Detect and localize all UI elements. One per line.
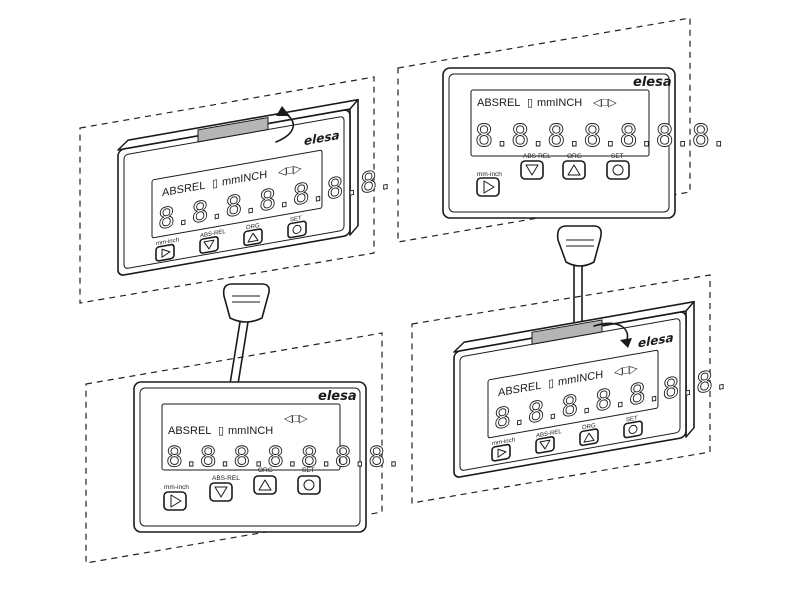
button-label-mm-inch: mm-inch: [156, 237, 179, 247]
device-tilted: elesa ABSREL ▯ mmINCH ◁□▷ 8.8.8.8.8.8.8.…: [117, 98, 394, 276]
panel-frame: [411, 274, 711, 504]
battery-indicator: ▯: [527, 97, 533, 109]
button-mm-inch[interactable]: mm-inch: [491, 437, 515, 462]
arrow-indicators: ◁□▷: [278, 163, 302, 179]
button-abs-rel[interactable]: ABS-REL: [209, 475, 240, 502]
arrow-head-icon: [620, 338, 632, 348]
brand-logo: elesa: [633, 75, 672, 90]
device-straight: elesa ABSREL ▯ mmINCH ◁□▷ 8.8.8.8.8.8.8.…: [133, 381, 402, 533]
button-label-set: SET: [611, 153, 624, 160]
arrow-head-icon: [276, 106, 290, 116]
step-1-panel: elesa ABSREL ▯ mmINCH ◁□▷ 8.8.8.8.8.8.8.…: [79, 76, 394, 304]
play-icon: [497, 448, 507, 458]
panel-frame: [85, 332, 383, 564]
circle-icon: [303, 479, 315, 491]
battery-indicator: ▯: [548, 377, 554, 390]
button-abs-rel[interactable]: ABS-REL: [535, 429, 562, 454]
button-mm-inch[interactable]: mm-inch: [155, 237, 179, 262]
unit-indicator: mmINCH: [228, 425, 273, 437]
button-label-org: ORG: [258, 467, 273, 474]
play-icon: [170, 494, 182, 508]
step-4-panel: elesa ABSREL ▯ mmINCH ◁□▷ 8.8.8.8.8.8.8.…: [411, 225, 730, 504]
abs-rel-indicator: ABSREL: [477, 97, 520, 109]
abs-rel-indicator: ABSREL: [168, 425, 211, 437]
triangle-up-icon: [247, 232, 259, 243]
button-abs-rel[interactable]: ABS-REL: [199, 229, 226, 254]
triangle-down-icon: [539, 439, 551, 450]
circle-icon: [628, 424, 638, 435]
button-org[interactable]: ORG: [579, 423, 599, 447]
triangle-down-icon: [214, 486, 228, 498]
device-straight: elesa ABSREL ▯ mmINCH ◁□▷ 8.8.8.8.8.8.8.…: [442, 67, 728, 219]
triangle-up-icon: [258, 479, 272, 491]
button-label-org: ORG: [567, 153, 582, 160]
triangle-down-icon: [203, 239, 215, 250]
button-label-abs-rel: ABS-REL: [212, 475, 240, 482]
button-label-org: ORG: [582, 423, 596, 431]
unit-indicator: mmINCH: [537, 97, 582, 109]
play-icon: [483, 180, 495, 194]
brand-logo: elesa: [304, 128, 340, 148]
button-mm-inch[interactable]: mm-inch: [476, 171, 502, 197]
panel-frame: [79, 76, 375, 304]
button-label-mm-inch: mm-inch: [164, 484, 189, 491]
play-icon: [161, 248, 171, 258]
button-set[interactable]: SET: [606, 153, 630, 180]
button-label-abs-rel: ABS-REL: [536, 429, 562, 440]
button-abs-rel[interactable]: ABS-REL: [520, 153, 551, 180]
brand-logo: elesa: [638, 330, 674, 350]
step-2-panel: elesa ABSREL ▯ mmINCH ◁□▷ 8.8.8.8.8.8.8.…: [397, 17, 728, 243]
button-label-set: SET: [302, 467, 315, 474]
arrow-indicators: ◁□▷: [284, 413, 308, 425]
triangle-up-icon: [583, 432, 595, 443]
button-set[interactable]: SET: [623, 415, 643, 439]
battery-indicator: ▯: [212, 177, 218, 190]
button-label-mm-inch: mm-inch: [477, 171, 502, 178]
device-tilted: elesa ABSREL ▯ mmINCH ◁□▷ 8.8.8.8.8.8.8.…: [453, 300, 730, 478]
digit-display: 8.8.8.8.8.8.8.: [475, 119, 728, 154]
label-insert: [531, 319, 603, 345]
arrow-indicators: ◁□▷: [614, 363, 638, 379]
digit-display: 8.8.8.8.8.8.8.: [166, 440, 402, 473]
step-3-panel: elesa ABSREL ▯ mmINCH ◁□▷ 8.8.8.8.8.8.8.…: [85, 283, 402, 564]
circle-icon: [292, 224, 302, 235]
triangle-down-icon: [525, 164, 539, 176]
label-insert: [197, 116, 269, 143]
button-set[interactable]: SET: [287, 215, 307, 239]
battery-indicator: ▯: [218, 425, 224, 437]
button-set[interactable]: SET: [297, 467, 321, 495]
button-label-mm-inch: mm-inch: [492, 437, 515, 447]
button-org[interactable]: ORG: [243, 223, 263, 247]
screwdriver-icon: [222, 283, 270, 385]
brand-logo: elesa: [318, 389, 357, 404]
button-label-set: SET: [626, 416, 638, 424]
button-mm-inch[interactable]: mm-inch: [163, 484, 189, 511]
button-label-org: ORG: [246, 223, 260, 231]
button-label-abs-rel: ABS-REL: [200, 229, 226, 240]
arrow-indicators: ◁□▷: [593, 97, 617, 109]
button-label-set: SET: [290, 216, 302, 224]
button-org[interactable]: ORG: [562, 153, 586, 180]
button-org[interactable]: ORG: [253, 467, 277, 495]
button-label-abs-rel: ABS-REL: [523, 153, 551, 160]
circle-icon: [612, 164, 624, 176]
triangle-up-icon: [567, 164, 581, 176]
